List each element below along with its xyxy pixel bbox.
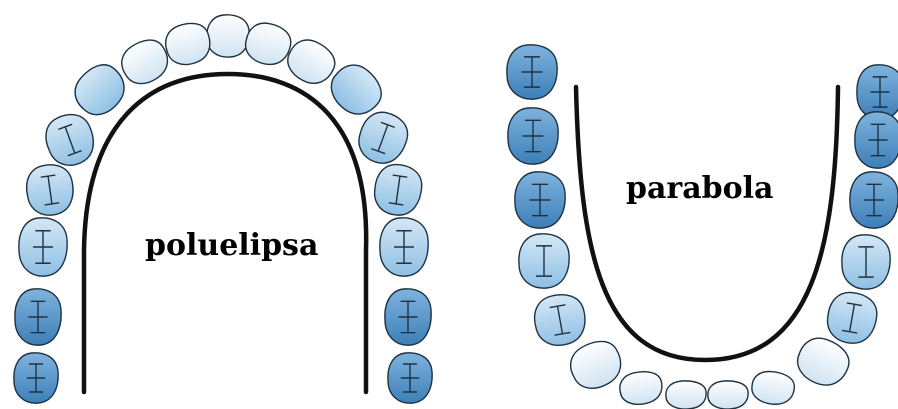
tooth: [841, 234, 891, 290]
tooth: [826, 291, 878, 344]
tooth: [74, 64, 125, 116]
tooth-fissure-mark: [864, 183, 884, 217]
tooth: [514, 171, 566, 229]
tooth: [330, 64, 382, 115]
tooth: [373, 163, 423, 216]
tooth-fissure-mark: [388, 174, 408, 206]
tooth: [287, 39, 336, 84]
tooth-fissure-mark: [371, 121, 395, 155]
tooth-fissure-mark: [28, 300, 48, 334]
tooth: [26, 164, 74, 216]
tooth: [14, 288, 62, 346]
tooth-fissure-mark: [33, 230, 53, 264]
parabola-label: parabola: [626, 171, 773, 206]
tooth: [619, 371, 663, 405]
tooth-fissure-mark: [522, 119, 544, 153]
tooth: [533, 294, 586, 346]
tooth: [518, 233, 570, 289]
tooth: [358, 111, 409, 164]
tooth-fissure-mark: [398, 300, 418, 334]
tooth: [506, 44, 558, 100]
right-arch-teeth: [506, 44, 898, 409]
semi-ellipse-label: poluelipsa: [145, 228, 318, 263]
tooth: [854, 111, 898, 169]
tooth: [206, 14, 250, 58]
semi-ellipse-curve: [81, 71, 369, 395]
tooth-fissure-mark: [529, 183, 551, 217]
tooth: [164, 22, 211, 66]
tooth: [569, 340, 622, 389]
tooth: [856, 64, 898, 120]
tooth-fissure-mark: [841, 302, 863, 334]
tooth: [507, 107, 559, 165]
tooth: [121, 39, 169, 85]
tooth-fissure-mark: [394, 230, 414, 264]
tooth-fissure-mark: [521, 56, 543, 88]
tooth-fissure-mark: [536, 245, 552, 277]
tooth: [387, 352, 433, 404]
tooth-fissure-mark: [400, 363, 420, 393]
tooth: [384, 288, 432, 346]
parabola-curve: [573, 84, 841, 363]
upper-arch-semi-ellipse: poluelipsa: [13, 14, 433, 404]
tooth-fissure-mark: [40, 174, 60, 206]
tooth: [751, 370, 796, 405]
tooth-fissure-mark: [58, 123, 82, 157]
tooth: [796, 337, 850, 386]
tooth: [379, 217, 429, 277]
tooth: [18, 217, 68, 277]
tooth-fissure-mark: [868, 123, 888, 157]
tooth-fissure-mark: [858, 246, 874, 278]
tooth: [707, 380, 749, 409]
tooth: [244, 22, 292, 66]
tooth: [13, 352, 59, 404]
tooth: [849, 171, 898, 229]
tooth: [665, 380, 707, 409]
tooth-fissure-mark: [549, 304, 571, 336]
tooth: [45, 113, 95, 166]
tooth-fissure-mark: [870, 76, 890, 108]
lower-arch-parabola: parabola: [506, 44, 898, 409]
tooth-fissure-mark: [26, 363, 46, 393]
left-arch-teeth: [13, 14, 433, 404]
